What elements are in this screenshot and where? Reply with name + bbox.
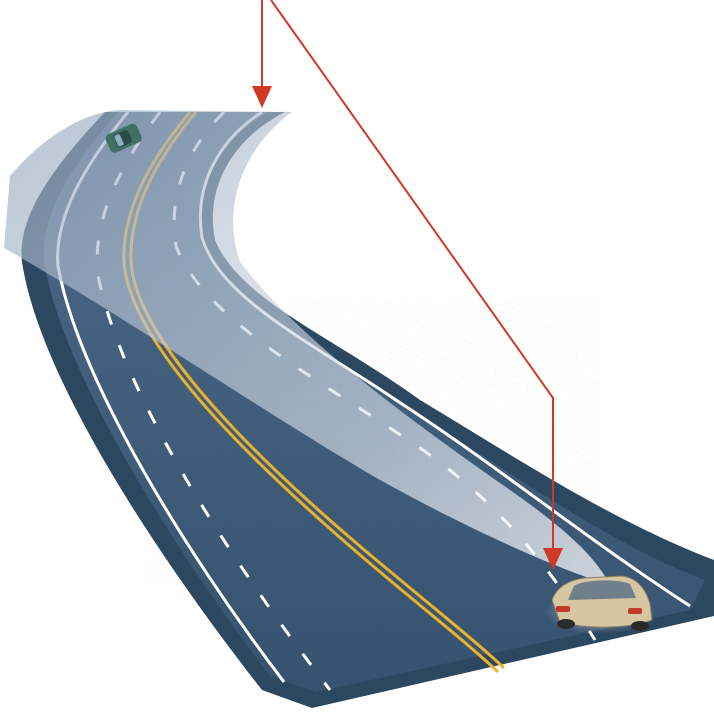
curved-highway-diagram	[0, 0, 714, 720]
